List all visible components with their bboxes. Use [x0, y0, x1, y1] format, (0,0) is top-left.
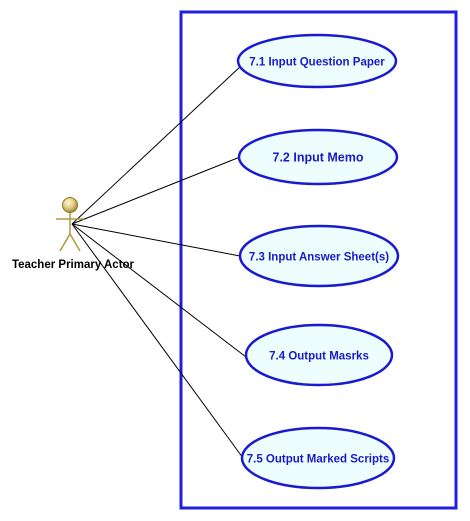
use-case-7-4[interactable]: 7.4 Output Masrks — [244, 323, 394, 387]
use-case-7-5[interactable]: 7.5 Output Marked Scripts — [240, 426, 396, 490]
stick-figure-icon — [56, 197, 84, 252]
use-case-7-1[interactable]: 7.1 Input Question Paper — [236, 33, 398, 89]
use-case-label: 7.4 Output Masrks — [269, 351, 369, 363]
use-case-ellipse — [238, 224, 400, 288]
use-case-label: 7.1 Input Question Paper — [249, 57, 385, 69]
use-case-7-3[interactable]: 7.3 Input Answer Sheet(s) — [238, 224, 400, 288]
use-case-7-2[interactable]: 7.2 Input Memo — [237, 128, 399, 186]
association-line-7-4 — [71, 223, 247, 358]
association-line-7-2 — [71, 156, 241, 225]
use-case-label: 7.2 Input Memo — [273, 151, 364, 165]
system-boundary — [179, 10, 458, 510]
associations — [71, 64, 247, 459]
use-case-ellipse — [240, 426, 396, 490]
use-case-label: 7.5 Output Marked Scripts — [247, 454, 390, 466]
association-line-7-1 — [71, 64, 243, 225]
use-case-ellipse — [236, 33, 398, 89]
association-line-7-5 — [71, 223, 244, 459]
actor-label: Teacher Primary Actor — [12, 259, 135, 271]
use-case-label: 7.3 Input Answer Sheet(s) — [249, 252, 389, 264]
use-case-ellipse — [244, 323, 394, 387]
use-case-ellipse — [237, 128, 399, 186]
teacher-actor[interactable]: Teacher Primary Actor — [12, 197, 135, 272]
association-line-7-3 — [71, 223, 241, 257]
